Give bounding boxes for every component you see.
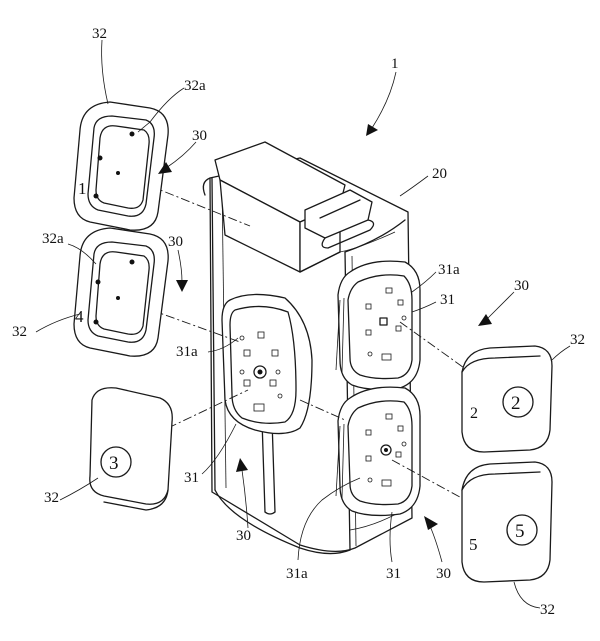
- plug-block: [214, 141, 396, 273]
- socket-unit-right-upper: [335, 260, 421, 391]
- label-cover-bottom-left: 32: [44, 490, 59, 506]
- label-housing: 20: [432, 166, 447, 182]
- socket-face-left: [239, 331, 283, 412]
- label-face-bottom: 31: [386, 566, 401, 582]
- side-pole: [261, 419, 276, 515]
- cover-5-side-number: 5: [469, 535, 478, 554]
- cover-5: 5 5: [461, 461, 553, 583]
- label-socket-unit-mid-left: 30: [168, 234, 183, 250]
- label-face-left: 31: [184, 470, 199, 486]
- cover-4-number: 4: [75, 307, 84, 326]
- label-socket-unit-top-left: 30: [192, 128, 207, 144]
- label-face-mark-left: 31a: [176, 344, 198, 360]
- label-face-right-upper: 31: [440, 292, 455, 308]
- reference-labels: 1 20 32 32a 30 32a 30 32 31a 31 30 32 31…: [12, 26, 585, 618]
- cover-2-number: 2: [511, 393, 521, 414]
- label-socket-unit-right: 30: [514, 278, 529, 294]
- socket-face-right-lower: [365, 413, 407, 487]
- label-cover-top-left: 32: [92, 26, 107, 42]
- cover-1: 1: [73, 101, 169, 231]
- cover-3: 3: [89, 387, 173, 511]
- leader-lines: [35, 39, 571, 609]
- label-cover-mark-mid: 32a: [42, 231, 64, 247]
- label-socket-unit-bottom-right: 30: [436, 566, 451, 582]
- label-cover-right-upper: 32: [570, 332, 585, 348]
- cover-2: 2 2: [461, 345, 553, 453]
- cover-3-number: 3: [109, 453, 119, 474]
- cover-1-number: 1: [78, 179, 87, 198]
- label-device: 1: [391, 56, 399, 72]
- label-socket-unit-bottom-left: 30: [236, 528, 251, 544]
- label-face-mark-right: 31a: [438, 262, 460, 278]
- socket-face-right-upper: [365, 287, 407, 361]
- cover-2-side-number: 2: [470, 405, 478, 422]
- label-cover-bottom-right: 32: [540, 602, 555, 618]
- socket-unit-right-lower: [335, 386, 421, 517]
- label-cover-mid-left: 32: [12, 324, 27, 340]
- cover-5-number: 5: [515, 521, 525, 542]
- socket-unit-left: [221, 293, 313, 435]
- cover-4: 4: [73, 227, 169, 357]
- label-face-mark-bottom: 31a: [286, 566, 308, 582]
- label-cover-mark-top: 32a: [184, 78, 206, 94]
